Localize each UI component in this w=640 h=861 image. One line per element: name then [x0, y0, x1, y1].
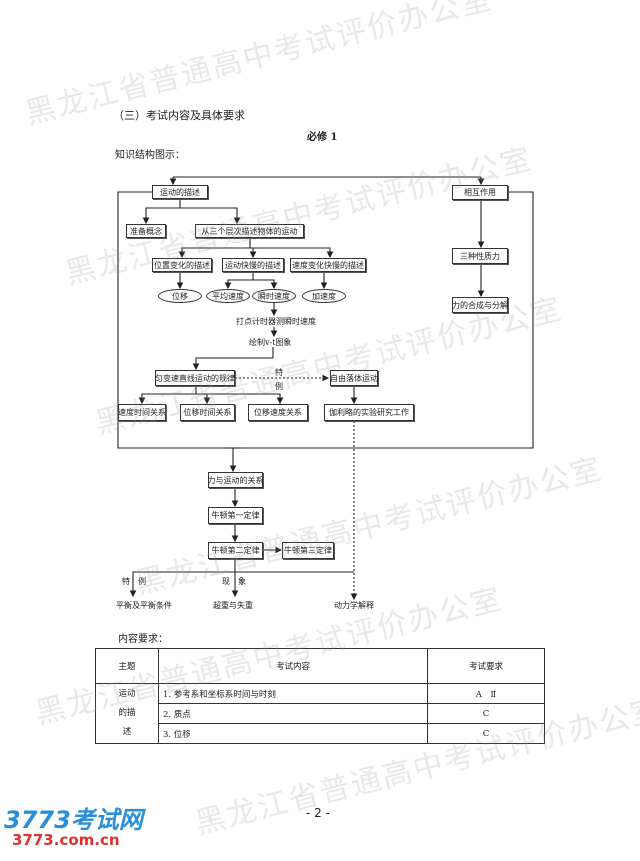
logo-main: 3773考试网: [4, 806, 143, 834]
ellipse-average-velocity: 平均速度: [206, 289, 250, 303]
logo-sub: 3773.com.cn: [12, 831, 120, 849]
box-free-fall: 自由落体运动: [330, 370, 378, 386]
requirement-cell: C: [427, 723, 545, 744]
ellipse-acceleration: 加速度: [302, 289, 346, 303]
header-requirement: 考试要求: [427, 648, 545, 684]
label-special-1: 特: [275, 368, 283, 377]
requirements-table: 主题 考试内容 考试要求 运动的描述 1. 参考系和坐标系时间与时刻 A Ⅱ 2…: [95, 648, 545, 744]
box-position-change: 位置变化的描述: [152, 258, 212, 272]
ellipse-displacement: 位移: [158, 289, 202, 303]
module-title: 必修 1: [307, 132, 338, 143]
content-cell: 3. 位移: [158, 723, 428, 744]
topic-line: 运动: [118, 689, 136, 699]
box-force-composition: 力的合成与分解: [452, 297, 508, 313]
label-overweight: 超重与失重: [213, 601, 253, 610]
box-speed-desc: 运动快慢的描述: [222, 258, 284, 272]
box-three-levels: 从三个层次描述物体的运动: [195, 224, 304, 238]
content-cell: 2. 质点: [158, 703, 428, 724]
label-equilibrium: 平衡及平衡条件: [116, 601, 172, 610]
header-topic: 主题: [95, 648, 159, 684]
box-interaction: 相互作用: [452, 185, 508, 200]
box-galileo: 伽利略的实验研究工作: [324, 404, 414, 421]
box-velocity-change: 速度变化快慢的描述: [290, 258, 366, 272]
box-newton-1: 牛顿第一定律: [208, 507, 263, 524]
requirement-cell: A Ⅱ: [427, 683, 545, 704]
topic-line: 述: [122, 727, 132, 737]
box-uniform-accel: 匀变速直线运动的规律: [155, 370, 235, 386]
box-motion-description: 运动的描述: [152, 185, 208, 199]
box-force-motion: 力与运动的关系: [208, 472, 264, 488]
label-special-case: 特 例: [122, 577, 146, 586]
box-displacement-velocity: 位移速度关系: [248, 404, 308, 421]
requirements-caption: 内容要求：: [118, 634, 168, 645]
diagram-caption: 知识结构图示：: [115, 150, 185, 161]
box-prep-concepts: 准备概念: [126, 224, 166, 238]
header-content: 考试内容: [158, 648, 428, 684]
content-cell: 1. 参考系和坐标系时间与时刻: [158, 683, 428, 704]
label-special-2: 例: [275, 382, 283, 391]
box-newton-3: 牛顿第三定律: [282, 542, 334, 559]
label-vt-graph: 绘制v-t图象: [249, 338, 292, 347]
label-timer: 打点计时器测瞬时速度: [236, 316, 316, 327]
topic-cell: 运动的描述: [95, 683, 159, 744]
page-number: - 2 -: [306, 806, 330, 820]
box-three-forces: 三种性质力: [452, 248, 508, 264]
requirement-cell: C: [427, 703, 545, 724]
box-newton-2: 牛顿第二定律: [208, 542, 263, 559]
box-displacement-time: 位移时间关系: [180, 404, 235, 421]
box-velocity-time: 速度时间关系: [118, 404, 166, 421]
topic-line: 的描: [118, 708, 136, 718]
section-title: （三）考试内容及具体要求: [113, 109, 245, 122]
ellipse-instant-velocity: 瞬时速度: [252, 289, 296, 303]
label-phenomenon: 现 象: [222, 577, 246, 586]
label-dynamics: 动力学解释: [334, 601, 374, 610]
